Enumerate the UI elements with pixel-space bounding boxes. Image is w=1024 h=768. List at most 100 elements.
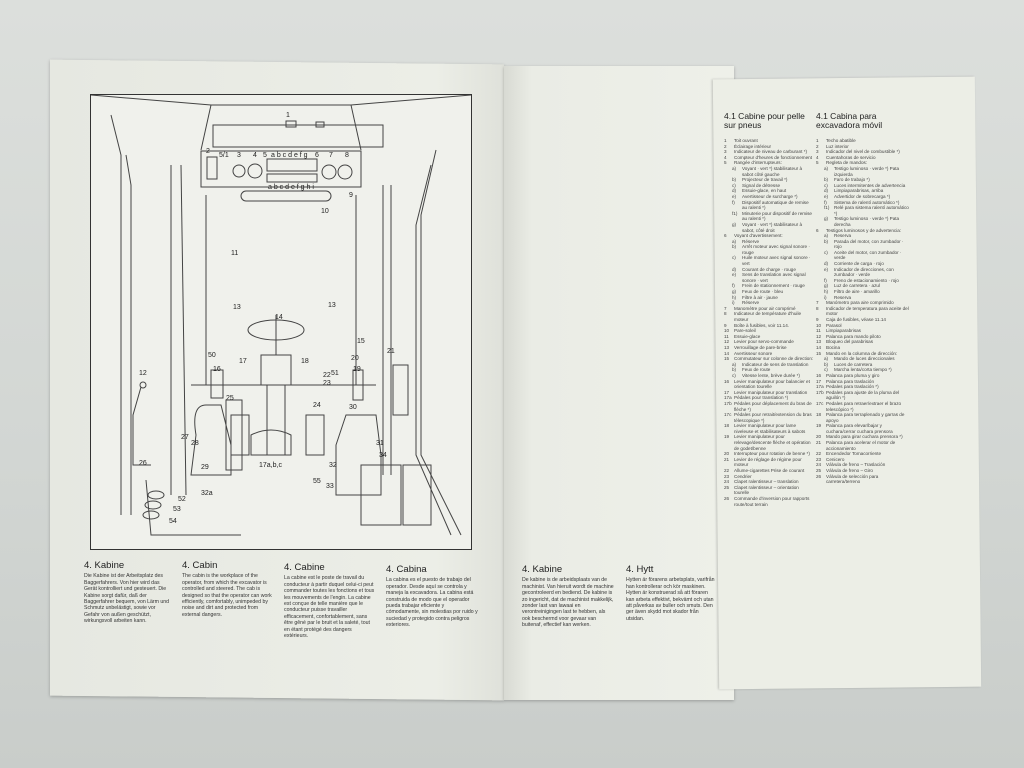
legend-item-number: d) xyxy=(732,266,737,272)
legend-item-text: Voyant · vert *) stabilisateur à sabot c… xyxy=(742,165,803,177)
legend-item-text: Corriente de carga · rojo xyxy=(834,261,884,267)
legend-item-text: Toit ouvrant xyxy=(734,138,758,143)
legend-item: a)Reserva xyxy=(816,233,912,239)
svg-text:1: 1 xyxy=(286,112,290,119)
legend-item-text: Palanca para acelerar el motor de accion… xyxy=(826,440,896,451)
legend-item: a) Voyant · vert *) stabilisateur à sabot… xyxy=(724,166,814,177)
svg-text:18: 18 xyxy=(301,358,309,365)
legend-item-number: 24 xyxy=(724,479,730,485)
svg-text:17: 17 xyxy=(239,358,247,365)
legend-item-number: a) xyxy=(732,361,737,367)
legend-item-number: 18 xyxy=(816,412,822,418)
legend-item-number: 22 xyxy=(816,451,822,457)
svg-text:26: 26 xyxy=(139,460,147,467)
svg-text:32a: 32a xyxy=(201,490,213,497)
legend-item-number: f1) xyxy=(732,210,738,216)
legend-item-number: e) xyxy=(824,193,829,199)
legend-item-text: Mando en la columna de dirección: xyxy=(826,350,898,356)
legend-item-text: Manómetro para aire comprimido xyxy=(826,300,894,306)
svg-text:15: 15 xyxy=(357,338,365,345)
legend-item-text: Caja de fusibles, véase 11.14 xyxy=(826,317,886,322)
legend-item: g)Feux de route · bleu xyxy=(724,289,814,295)
legend-item: f)Sistema de ralentí automático *) xyxy=(816,200,912,206)
legend-item: a)Mando de luces direccionales xyxy=(816,356,912,362)
legend-item-number: 1 xyxy=(724,138,727,143)
svg-text:28: 28 xyxy=(191,440,199,447)
legend-item-text: Courant de charge · rouge xyxy=(742,266,796,272)
legend-item-number: g) xyxy=(732,221,737,227)
legend-item-text: Limpiaparabrisas xyxy=(826,328,861,334)
legend-item-text: Commutateur sur colonne de direction: xyxy=(734,356,814,362)
legend-item-text: Pédales pour déplacement du bras de flèc… xyxy=(734,400,812,412)
legend-item-text: Testigo luminoso · verde *) Pata derecha xyxy=(834,216,900,227)
legend-item: c)Marcha lenta/corta tiempo *) xyxy=(816,367,912,373)
legend-item-number: 14 xyxy=(724,350,730,356)
legend-item-text: Válvula de freno – Giro xyxy=(826,468,873,474)
legend-item-number: 4 xyxy=(724,154,727,160)
right-page xyxy=(504,66,734,700)
legend-item-text: Indicateur de sens de translation xyxy=(742,361,809,367)
legend-item: d)Essuie-glace, en haut xyxy=(724,188,814,194)
legend-item-number: 16 xyxy=(724,378,730,384)
svg-text:5/1: 5/1 xyxy=(219,152,229,159)
section-german: 4. Kabine Die Kabine ist der Arbeitsplat… xyxy=(84,560,172,625)
legend-item-number: 12 xyxy=(724,339,730,345)
legend-item-number: 5 xyxy=(724,160,727,166)
legend-item-text: Reserva xyxy=(834,233,852,239)
legend-item-text: Advertidor de sobrecarga *) xyxy=(834,193,891,199)
legend-item-number: 17 xyxy=(816,378,822,384)
legend-item-text: Indicateur de niveau de carburant *) xyxy=(734,149,808,155)
legend-item: g)Testigo luminoso · verde *) Pata derec… xyxy=(816,216,912,227)
legend-item-number: e) xyxy=(824,266,829,272)
legend-item-number: e) xyxy=(732,193,737,199)
section-heading: 4. Cabine xyxy=(284,562,325,573)
legend-item-number: c) xyxy=(732,182,736,188)
legend-item-number: h) xyxy=(824,289,829,295)
legend-item-text: Feux de route · bleu xyxy=(742,289,784,295)
section-body: Die Kabine ist der Arbeitsplatz des Bagg… xyxy=(84,573,170,625)
legend-item-number: 17c xyxy=(724,412,732,418)
section-dutch: 4. Kabine De kabine is de arbeidsplaats … xyxy=(522,564,614,629)
svg-text:30: 30 xyxy=(349,404,357,411)
legend-item-number: 19 xyxy=(816,423,822,429)
svg-text:32: 32 xyxy=(329,462,337,469)
section-heading: 4. Kabine xyxy=(522,564,563,575)
legend-item-text: Bloqueo del parabrisas xyxy=(826,339,873,345)
legend-item-text: Sens de translation avec signal sonore ·… xyxy=(742,272,806,283)
legend-item-number: d) xyxy=(824,188,829,194)
legend-item-number: 5 xyxy=(816,160,819,166)
legend-item-number: 17 xyxy=(724,389,730,395)
legend-item-number: 8 xyxy=(724,311,727,317)
section-heading: 4. Kabine xyxy=(84,560,125,571)
legend-item: b)Luces de carretera xyxy=(816,362,912,368)
legend-item-number: a) xyxy=(732,165,737,171)
legend-item-text: Interrupteur pour rotation de benne *) xyxy=(734,451,810,457)
legend-item-text: Verrouillage de pare-brise xyxy=(734,344,787,350)
legend-item-text: Feux de route xyxy=(742,367,771,373)
legend-item-text: Éclairage intérieur xyxy=(734,143,772,149)
legend-item: g)Luz de carretera · azul xyxy=(816,283,912,289)
legend-item-text: Mando para girar cuchara prensora *) xyxy=(826,434,903,440)
svg-text:4: 4 xyxy=(253,152,257,159)
legend-item-number: d) xyxy=(824,261,829,267)
legend-title: 4.1 Cabine pour pelle sur pneus xyxy=(724,111,805,130)
legend-item-text: Pedales para traslación *) xyxy=(826,384,879,390)
legend-item-number: c) xyxy=(824,182,828,188)
legend-item-number: i) xyxy=(824,294,827,300)
legend-item-text: Parada del motor, con zumbador · rojo xyxy=(834,238,904,250)
legend-item-number: 17a xyxy=(816,384,824,390)
legend-item-number: g) xyxy=(824,283,829,289)
